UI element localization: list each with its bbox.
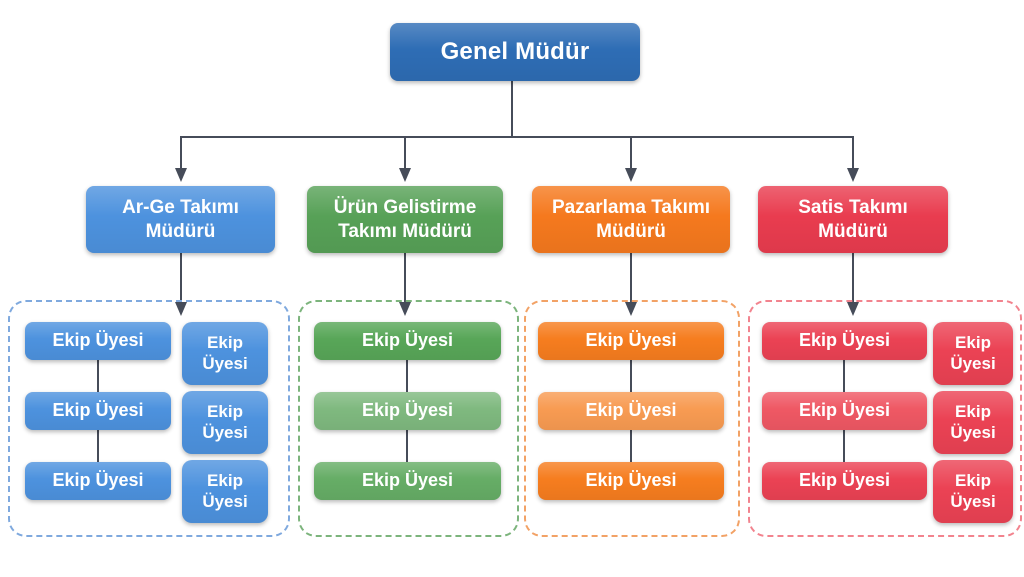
node-member: Ekip Üyesi (933, 391, 1013, 454)
node-member: Ekip Üyesi (182, 322, 268, 385)
node-member: Ekip Üyesi (933, 322, 1013, 385)
node-member: Ekip Üyesi (25, 322, 171, 360)
group-urun-gelistirme (298, 300, 519, 537)
node-member: Ekip Üyesi (314, 392, 501, 430)
node-member: Ekip Üyesi (762, 322, 927, 360)
node-manager-urun-gelistirme: Ürün Gelistirme Takımı Müdürü (307, 186, 503, 253)
group-arge (8, 300, 290, 537)
node-member: Ekip Üyesi (538, 322, 724, 360)
node-genel-mudur: Genel Müdür (390, 23, 640, 81)
node-member: Ekip Üyesi (182, 391, 268, 454)
group-satis (748, 300, 1022, 537)
node-manager-satis: Satis Takımı Müdürü (758, 186, 948, 253)
node-member: Ekip Üyesi (538, 462, 724, 500)
node-member: Ekip Üyesi (314, 322, 501, 360)
node-member: Ekip Üyesi (762, 462, 927, 500)
node-member: Ekip Üyesi (538, 392, 724, 430)
node-manager-arge: Ar-Ge Takımı Müdürü (86, 186, 275, 253)
node-member: Ekip Üyesi (762, 392, 927, 430)
node-member: Ekip Üyesi (25, 462, 171, 500)
node-member: Ekip Üyesi (25, 392, 171, 430)
group-pazarlama (524, 300, 740, 537)
node-member: Ekip Üyesi (182, 460, 268, 523)
node-member: Ekip Üyesi (314, 462, 501, 500)
node-member: Ekip Üyesi (933, 460, 1013, 523)
node-manager-pazarlama: Pazarlama Takımı Müdürü (532, 186, 730, 253)
